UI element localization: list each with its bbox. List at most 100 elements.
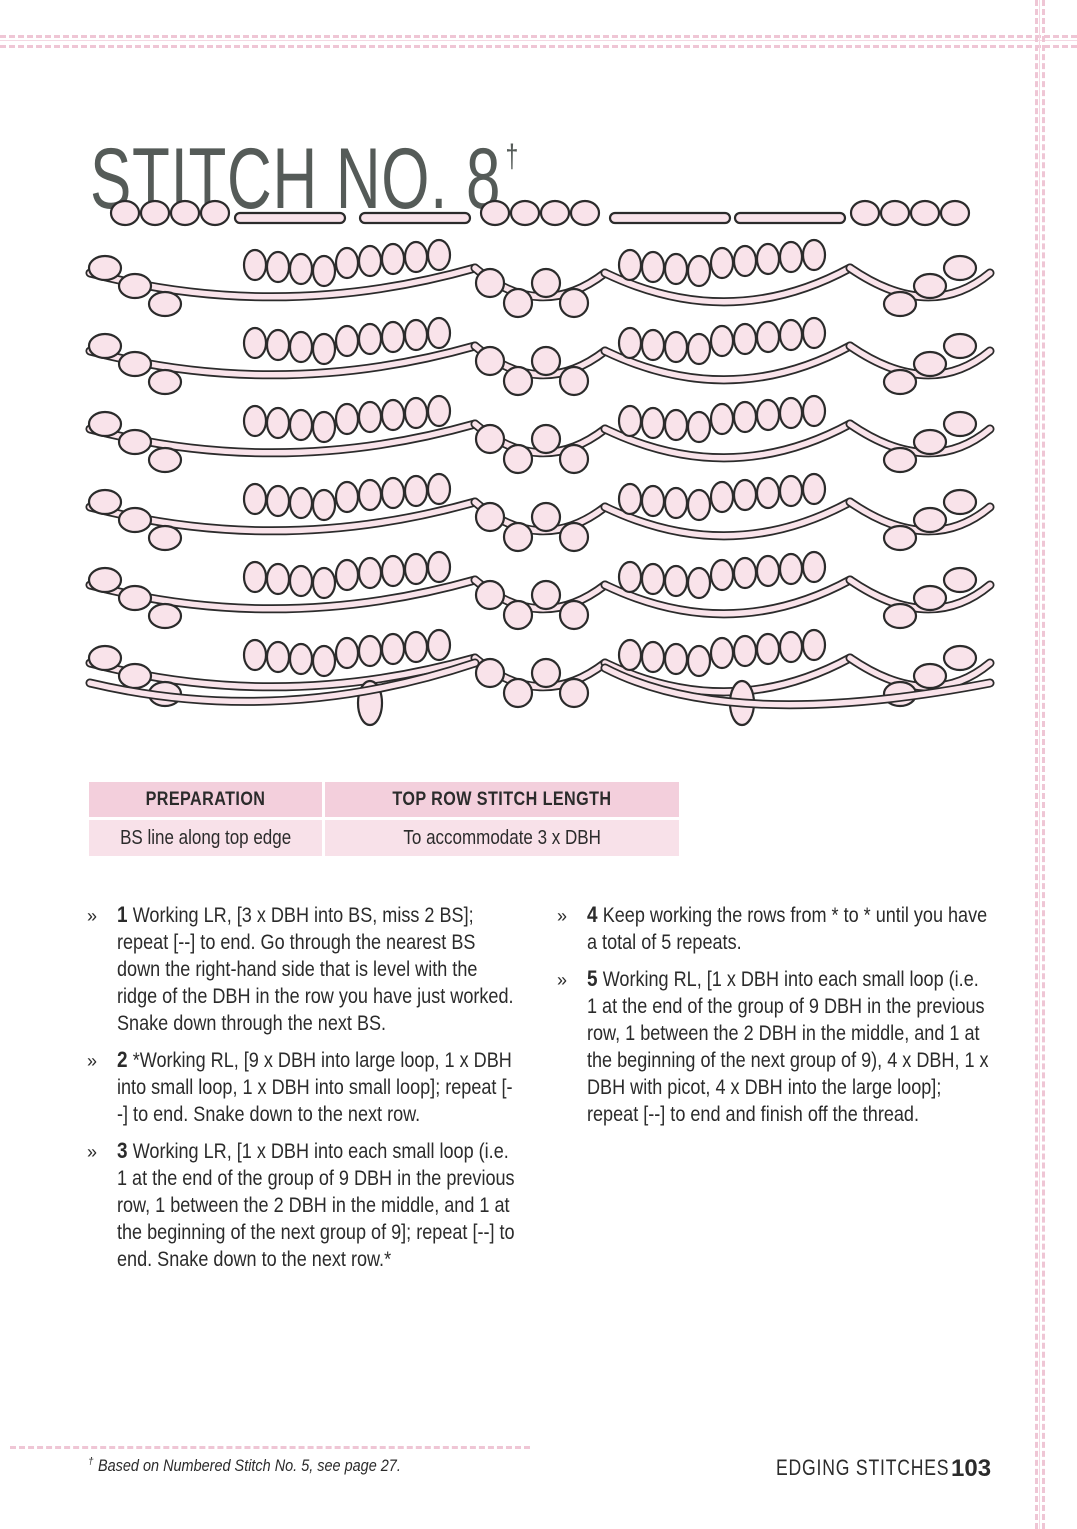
thread-arc bbox=[602, 577, 853, 617]
chain-loop bbox=[265, 640, 291, 674]
chain-loop bbox=[403, 240, 429, 274]
thread-arc bbox=[602, 265, 853, 305]
chain-loop bbox=[686, 332, 712, 366]
chain-loop bbox=[617, 560, 643, 594]
chain-loop bbox=[801, 550, 827, 584]
footnote: † Based on Numbered Stitch No. 5, see pa… bbox=[88, 1456, 455, 1476]
chain-loop bbox=[242, 482, 268, 516]
chain-loop bbox=[640, 562, 666, 596]
middle-loop bbox=[474, 657, 506, 689]
chain-loop bbox=[755, 242, 781, 276]
chain-loop bbox=[311, 332, 337, 366]
middle-loop bbox=[530, 267, 562, 299]
chain-loop bbox=[732, 478, 758, 512]
middle-loop bbox=[474, 423, 506, 455]
step-text: Working RL, [1 x DBH into each small loo… bbox=[587, 968, 989, 1126]
side-loop bbox=[912, 506, 948, 534]
chain-loop bbox=[709, 402, 735, 436]
chain-loop bbox=[732, 322, 758, 356]
chain-loop bbox=[686, 566, 712, 600]
chain-loop bbox=[617, 482, 643, 516]
step-text: *Working RL, [9 x DBH into large loop, 1… bbox=[117, 1049, 513, 1126]
chain-loop bbox=[288, 486, 314, 520]
middle-loop bbox=[474, 579, 506, 611]
chain-loop bbox=[357, 634, 383, 668]
chain-loop bbox=[403, 396, 429, 430]
side-loop bbox=[87, 644, 123, 672]
top-loop bbox=[939, 199, 971, 227]
chain-loop bbox=[617, 326, 643, 360]
header-preparation: PREPARATION bbox=[89, 782, 322, 817]
top-stitch-border bbox=[0, 35, 1077, 38]
header-top-row-stitch-length: TOP ROW STITCH LENGTH bbox=[325, 782, 679, 817]
top-loop bbox=[509, 199, 541, 227]
side-loop bbox=[117, 506, 153, 534]
footnote-text: Based on Numbered Stitch No. 5, see page… bbox=[98, 1456, 402, 1475]
footnote-mark: † bbox=[88, 1456, 94, 1468]
chain-loop bbox=[755, 320, 781, 354]
chain-loop bbox=[426, 316, 452, 350]
chain-loop bbox=[640, 328, 666, 362]
top-border-line bbox=[0, 40, 1077, 41]
chain-loop bbox=[288, 642, 314, 676]
top-loop bbox=[849, 199, 881, 227]
chain-loop bbox=[265, 328, 291, 362]
side-loop bbox=[87, 254, 123, 282]
chain-loop bbox=[709, 246, 735, 280]
chain-loop bbox=[380, 242, 406, 276]
side-loop bbox=[87, 410, 123, 438]
side-loop bbox=[87, 488, 123, 516]
bar-stitch bbox=[608, 211, 732, 225]
chain-loop bbox=[617, 638, 643, 672]
middle-loop bbox=[502, 443, 534, 475]
chain-loop bbox=[311, 644, 337, 678]
chain-loop bbox=[755, 398, 781, 432]
chain-loop bbox=[778, 630, 804, 664]
side-loop bbox=[87, 566, 123, 594]
chain-loop bbox=[426, 628, 452, 662]
chain-loop bbox=[242, 248, 268, 282]
side-loop bbox=[882, 368, 918, 396]
bullet-icon: » bbox=[557, 970, 568, 990]
chain-loop bbox=[380, 476, 406, 510]
middle-loop bbox=[474, 267, 506, 299]
chain-loop bbox=[357, 400, 383, 434]
bullet-icon: » bbox=[87, 1142, 98, 1162]
chain-loop bbox=[801, 472, 827, 506]
footnote-divider bbox=[10, 1446, 530, 1449]
chain-loop bbox=[380, 554, 406, 588]
side-loop bbox=[942, 566, 978, 594]
chain-loop bbox=[732, 556, 758, 590]
side-loop bbox=[147, 290, 183, 318]
right-border-line bbox=[1039, 0, 1040, 1529]
side-loop bbox=[942, 644, 978, 672]
chain-loop bbox=[311, 488, 337, 522]
thread-arc bbox=[87, 660, 478, 705]
chain-loop bbox=[403, 318, 429, 352]
value-top-row-stitch-length: To accommodate 3 x DBH bbox=[325, 820, 679, 856]
chain-loop bbox=[403, 552, 429, 586]
step-number: 3 bbox=[117, 1138, 128, 1163]
chain-loop bbox=[288, 252, 314, 286]
chain-loop bbox=[778, 396, 804, 430]
top-stitch-border bbox=[0, 45, 1077, 48]
chain-loop bbox=[640, 484, 666, 518]
chain-loop bbox=[357, 244, 383, 278]
bullet-icon: » bbox=[87, 906, 98, 926]
chain-loop bbox=[426, 394, 452, 428]
chain-loop bbox=[778, 552, 804, 586]
middle-loop bbox=[558, 443, 590, 475]
side-loop bbox=[912, 584, 948, 612]
chain-loop bbox=[663, 642, 689, 676]
side-loop bbox=[147, 446, 183, 474]
middle-loop bbox=[502, 677, 534, 709]
middle-loop bbox=[530, 657, 562, 689]
chain-loop bbox=[686, 254, 712, 288]
side-loop bbox=[117, 350, 153, 378]
section-name: EDGING STITCHES bbox=[776, 1455, 950, 1480]
chain-loop bbox=[242, 404, 268, 438]
side-loop bbox=[147, 524, 183, 552]
dagger-mark: † bbox=[505, 137, 520, 174]
